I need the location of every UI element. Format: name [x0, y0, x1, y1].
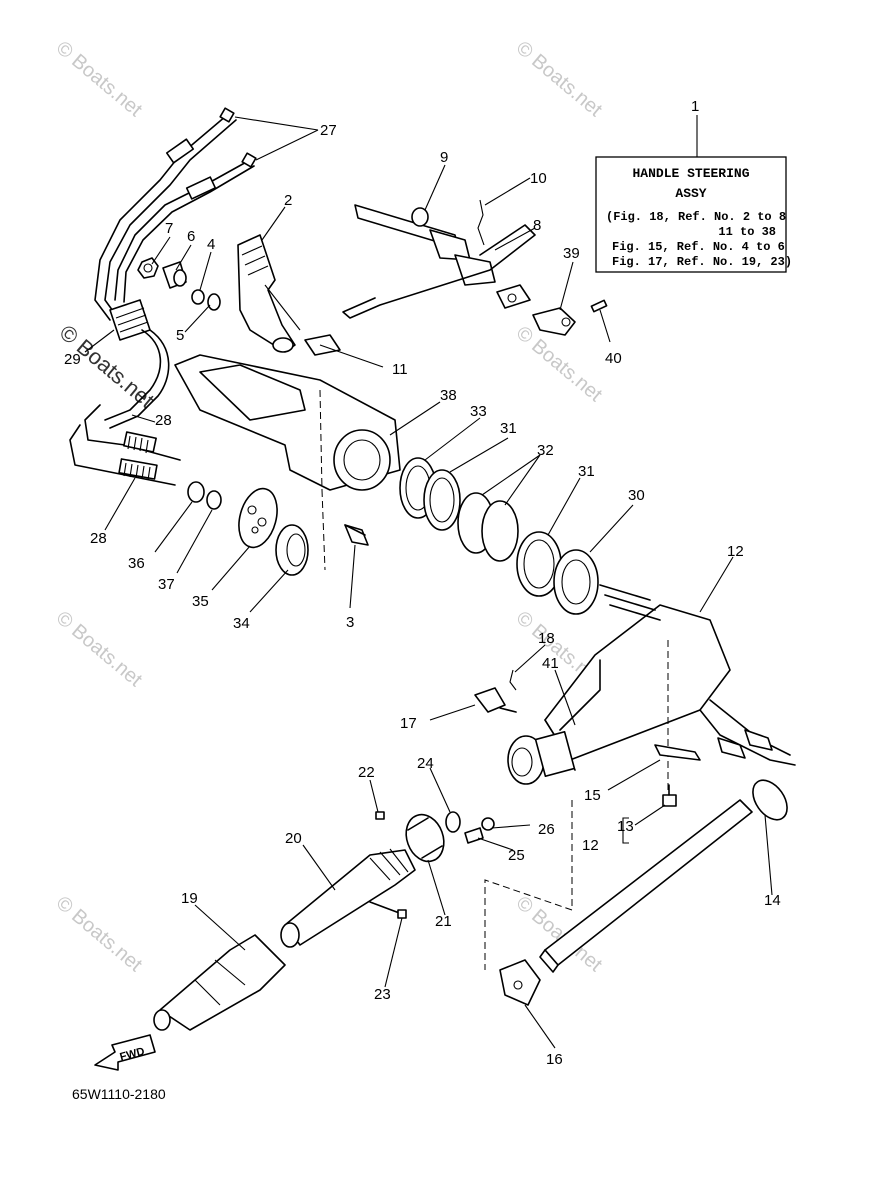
handle-12: [507, 584, 796, 790]
callout-20: 20: [285, 830, 302, 847]
spring-25: [464, 827, 484, 844]
callout-36: 36: [128, 555, 145, 572]
callout-29: 29: [64, 351, 81, 368]
callout-40: 40: [605, 350, 622, 367]
cables-27: [94, 107, 257, 321]
callout-5: 5: [176, 327, 184, 344]
plate-15: [654, 744, 701, 761]
callout-28: 28: [155, 412, 172, 429]
callout-17: 17: [400, 715, 417, 732]
boot-29: [104, 299, 170, 429]
watermark: © Boats.net: [512, 322, 607, 406]
callout-2: 2: [284, 192, 292, 209]
watermark: © Boats.net: [52, 892, 147, 976]
washer-24: [445, 811, 461, 833]
nuts-36-37: [187, 481, 222, 510]
screw-13: [662, 784, 677, 807]
callout-41: 41: [542, 655, 559, 672]
screw-22: [375, 811, 385, 820]
info-box-ref-1: (Fig. 18, Ref. No. 2 to 8: [606, 210, 786, 224]
leader-lines: [84, 116, 773, 1049]
collar-21: [405, 813, 445, 863]
dash-lines: [484, 800, 573, 970]
info-box-ref-2: 11 to 38: [718, 225, 776, 239]
clip-39: [532, 307, 576, 336]
nut-7: [137, 257, 159, 279]
washer-4: [191, 289, 205, 305]
plate-35: [238, 487, 278, 549]
callout-12: 12: [582, 837, 599, 854]
watermark-layer: © Boats.net © Boats.net © Boats.net © Bo…: [52, 37, 607, 976]
bracket-38: [174, 354, 401, 571]
shaft-20: [280, 848, 416, 948]
callout-9: 9: [440, 149, 448, 166]
watermark: © Boats.net: [52, 607, 147, 691]
callout-3: 3: [346, 614, 354, 631]
callout-30: 30: [628, 487, 645, 504]
callouts: 1 27 9 10 8 39 40 2 7 6 4 5 29 11 38 33 …: [64, 98, 781, 1068]
callout-37: 37: [158, 576, 175, 593]
callout-7: 7: [165, 220, 173, 237]
clip-18: [509, 669, 517, 691]
callout-32: 32: [537, 442, 554, 459]
callout-12: 12: [727, 543, 744, 560]
watermark: © Boats.net: [512, 37, 607, 121]
bolt-26: [481, 817, 495, 831]
fwd-arrow: FWD: [94, 1034, 156, 1071]
callout-28: 28: [90, 530, 107, 547]
bushing-34: [275, 524, 309, 576]
callout-8: 8: [533, 217, 541, 234]
callout-35: 35: [192, 593, 209, 610]
ring-5: [207, 293, 221, 311]
bracket-16: [499, 959, 541, 1006]
callout-16: 16: [546, 1051, 563, 1068]
info-box-ref-3: Fig. 15, Ref. No. 4 to 6: [612, 240, 785, 254]
callout-39: 39: [563, 245, 580, 262]
grip-19: [153, 934, 286, 1031]
callout-34: 34: [233, 615, 250, 632]
shaft-assy-9-8: [342, 199, 536, 319]
lever-2: [237, 234, 301, 353]
callout-24: 24: [417, 755, 434, 772]
callout-27: 27: [320, 122, 337, 139]
callout-26: 26: [538, 821, 555, 838]
callout-31: 31: [500, 420, 517, 437]
callout-4: 4: [207, 236, 215, 253]
watermark: © Boats.net: [52, 37, 147, 121]
bolt-3: [344, 524, 369, 546]
grip-17: [474, 687, 517, 713]
callout-21: 21: [435, 913, 452, 930]
pin-40: [590, 299, 608, 313]
shaft-14: [539, 779, 788, 973]
callout-22: 22: [358, 764, 375, 781]
callout-14: 14: [764, 892, 781, 909]
callout-15: 15: [584, 787, 601, 804]
callout-38: 38: [440, 387, 457, 404]
callout-19: 19: [181, 890, 198, 907]
callout-13: 13: [617, 818, 634, 835]
diagram-code: 65W1110-2180: [72, 1086, 166, 1102]
callout-10: 10: [530, 170, 547, 187]
info-box-title-1: HANDLE STEERING: [632, 166, 749, 181]
bracket-part: [496, 284, 531, 309]
cables-28: [69, 404, 181, 486]
screw-23: [369, 901, 407, 919]
callout-6: 6: [187, 228, 195, 245]
info-box: HANDLE STEERING ASSY (Fig. 18, Ref. No. …: [595, 115, 792, 273]
plate-11: [304, 334, 341, 356]
callout-33: 33: [470, 403, 487, 420]
callout-11: 11: [392, 361, 408, 378]
callout-25: 25: [508, 847, 525, 864]
info-box-ref-4: Fig. 17, Ref. No. 19, 23): [612, 255, 792, 269]
info-box-title-2: ASSY: [675, 186, 706, 201]
callout-23: 23: [374, 986, 391, 1003]
callout-1: 1: [691, 98, 699, 115]
rings-33-31-32-31-30: [399, 457, 599, 615]
collar-6: [162, 261, 187, 289]
callout-18: 18: [538, 630, 555, 647]
callout-31: 31: [578, 463, 595, 480]
